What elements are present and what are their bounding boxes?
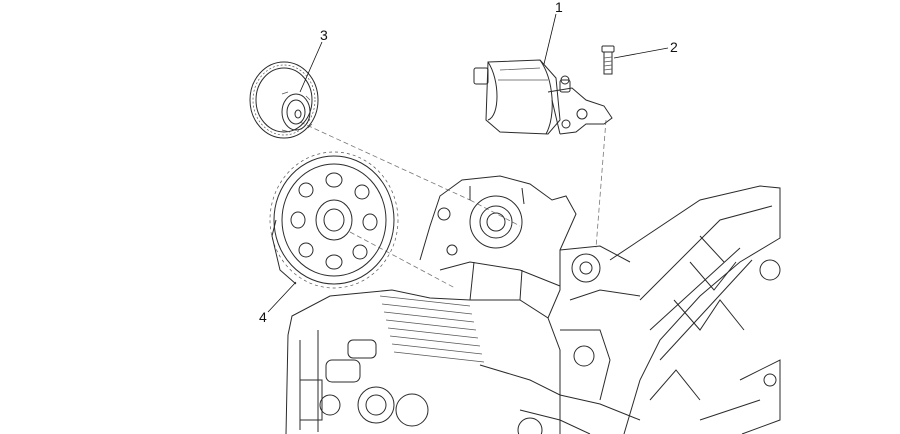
engine-crankcase	[285, 175, 641, 434]
transmission-arm	[609, 185, 781, 434]
bolt	[601, 45, 615, 75]
double-gear	[249, 61, 319, 139]
callout-2: 2	[670, 39, 678, 55]
leader-lines	[267, 13, 669, 313]
callout-1: 1	[555, 0, 563, 15]
callout-4: 4	[259, 309, 267, 325]
sprocket-gear	[269, 151, 399, 289]
starter-motor	[473, 59, 613, 135]
callout-3: 3	[320, 27, 328, 43]
